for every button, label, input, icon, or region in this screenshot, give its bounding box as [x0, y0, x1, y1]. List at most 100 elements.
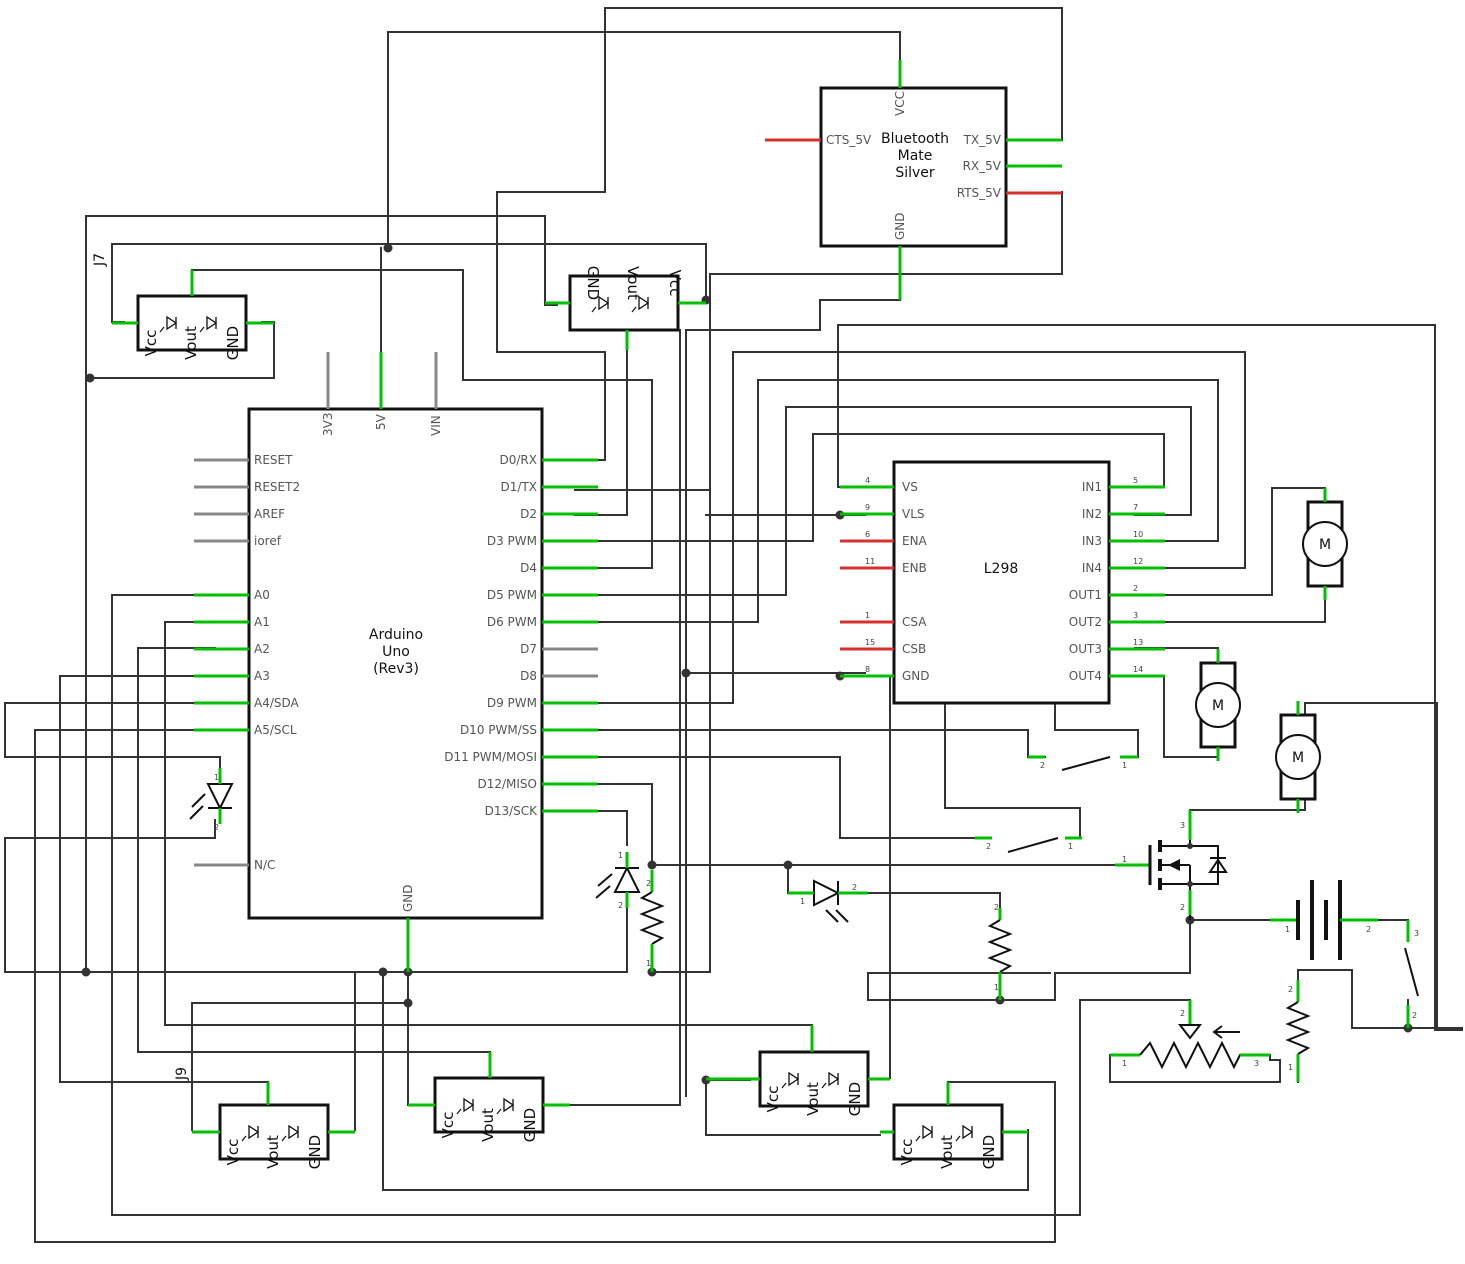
bluetooth-title-line1: Bluetooth	[881, 131, 949, 147]
discrete-pin-numbers: 2 1 2 1 1 3 2 1 2 3 2 2 1 1 3 2 2 1 2 1 …	[214, 761, 1419, 1072]
l298-left-pin-number: 1	[865, 611, 870, 620]
wires	[4, 7, 1463, 1243]
l298-right-pin-number: 10	[1133, 530, 1143, 539]
led-1	[206, 768, 234, 824]
svg-text:1: 1	[1068, 842, 1073, 851]
svg-text:2: 2	[1288, 985, 1293, 994]
svg-text:3: 3	[1180, 821, 1185, 830]
led-2	[613, 852, 641, 908]
arduino-right-pin-label: D2	[520, 507, 537, 521]
arduino-left-pin-label: A5/SCL	[254, 723, 297, 737]
sensor-pin-label: Vcc	[224, 1139, 242, 1166]
l298-left-pin-number: 11	[865, 557, 875, 566]
motor-label: M	[1319, 537, 1331, 553]
arduino-right-pin-label: D10 PWM/SS	[460, 723, 537, 737]
resistor-2	[987, 908, 1013, 1000]
svg-text:2: 2	[1366, 925, 1371, 934]
l298-left-pin-number: 9	[865, 503, 870, 512]
sensor-pin-label: Vout	[479, 1108, 497, 1142]
switch-2	[975, 836, 1082, 853]
arduino-pin-3v3: 3V3	[321, 413, 335, 436]
bluetooth-title-line3: Silver	[895, 165, 935, 181]
j7-label: J7	[92, 253, 108, 267]
sensor-pin-label: Vout	[264, 1135, 282, 1169]
sensor-pin-label: GND	[584, 266, 602, 300]
svg-text:1: 1	[994, 983, 999, 992]
svg-text:1: 1	[214, 773, 219, 782]
dc-motor: M	[1302, 488, 1348, 600]
sensor-pin-label: Vout	[938, 1135, 956, 1169]
motor-label: M	[1292, 750, 1304, 766]
l298-right-pin-label: IN3	[1082, 534, 1102, 548]
arduino-right-pin-label: D13/SCK	[485, 804, 539, 818]
sensor-pin-label: GND	[521, 1108, 539, 1142]
sensor-pin-label: Vcc	[898, 1139, 916, 1166]
l298-left-pin-label: VS	[902, 480, 918, 494]
arduino-left-pin-label: A4/SDA	[254, 696, 300, 710]
svg-text:2: 2	[1180, 903, 1185, 912]
l298-left-pin-label: ENB	[902, 561, 927, 575]
arduino-left-pin-label: RESET	[254, 453, 293, 467]
svg-text:2: 2	[1412, 1011, 1417, 1020]
l298-right-pin-label: IN4	[1082, 561, 1102, 575]
l298-left-pin-number: 8	[865, 665, 870, 674]
svg-text:2: 2	[852, 883, 857, 892]
l298-left-pin-number: 15	[865, 638, 875, 647]
arduino-right-pin-label: D9 PWM	[487, 696, 537, 710]
arduino-right-pin-label: D0/RX	[500, 453, 537, 467]
svg-text:1: 1	[1285, 925, 1290, 934]
l298-title: L298	[984, 561, 1019, 577]
arduino-left-pin-label: A0	[254, 588, 270, 602]
svg-text:1: 1	[618, 851, 623, 860]
l298-right-pin-number: 2	[1133, 584, 1138, 593]
arduino-title-line2: Uno	[382, 644, 410, 660]
motors: M M M	[1195, 488, 1348, 813]
l298-right-pin-number: 3	[1133, 611, 1138, 620]
arduino-right-pin-label: D5 PWM	[487, 588, 537, 602]
svg-text:2: 2	[646, 879, 651, 888]
arduino-pin-5v: 5V	[374, 413, 388, 430]
sensor-pin-label: GND	[980, 1135, 998, 1169]
j9-label: J9	[174, 1067, 190, 1081]
l298-right-pin-number: 5	[1133, 476, 1138, 485]
sensor-pin-label: Vcc	[764, 1086, 782, 1113]
arduino-left-pin-label: ioref	[254, 534, 282, 548]
sensor-pin-label: Vcc	[142, 330, 160, 357]
l298-left-pin-label: CSB	[902, 642, 926, 656]
svg-text:1: 1	[1122, 855, 1127, 864]
sensor-pin-label: GND	[846, 1082, 864, 1116]
bluetooth-pin-gnd: GND	[893, 212, 907, 240]
arduino-title-line3: (Rev3)	[373, 661, 419, 677]
switch-3	[1404, 920, 1419, 1028]
dc-motor: M	[1275, 701, 1321, 813]
arduino-pin-vin: VIN	[429, 415, 443, 436]
arduino-uno: 3V3 5V VIN GND Arduino Uno (Rev3) RESETR…	[194, 352, 598, 972]
bluetooth-module: Bluetooth Mate Silver CTS_5V TX_5V RX_5V…	[765, 60, 1062, 300]
l298-left-pin-label: ENA	[902, 534, 928, 548]
sensor-pin-label: Vcc	[666, 270, 684, 297]
ir-sensor-module: Vcc Vout GND	[192, 1082, 355, 1169]
potentiometer	[1110, 1000, 1270, 1070]
l298-left-pin-label: CSA	[902, 615, 927, 629]
svg-text:2: 2	[618, 901, 623, 910]
sensor-pin-label: GND	[306, 1135, 324, 1169]
dc-motor: M	[1195, 649, 1241, 761]
bluetooth-pin-cts: CTS_5V	[826, 133, 872, 147]
svg-text:2: 2	[986, 842, 991, 851]
arduino-right-pin-label: D1/TX	[501, 480, 537, 494]
svg-text:2: 2	[1180, 1009, 1185, 1018]
bluetooth-pin-vcc: VCC	[893, 91, 907, 116]
l298-right-pin-label: OUT4	[1069, 669, 1102, 683]
arduino-pin-gnd: GND	[401, 884, 415, 912]
l298-left-pin-number: 4	[865, 476, 870, 485]
sensor-pin-label: Vout	[182, 326, 200, 360]
l298-left-pin-label: GND	[902, 669, 930, 683]
l298-left-pin-number: 6	[865, 530, 870, 539]
l298-right-pin-number: 14	[1133, 665, 1143, 674]
